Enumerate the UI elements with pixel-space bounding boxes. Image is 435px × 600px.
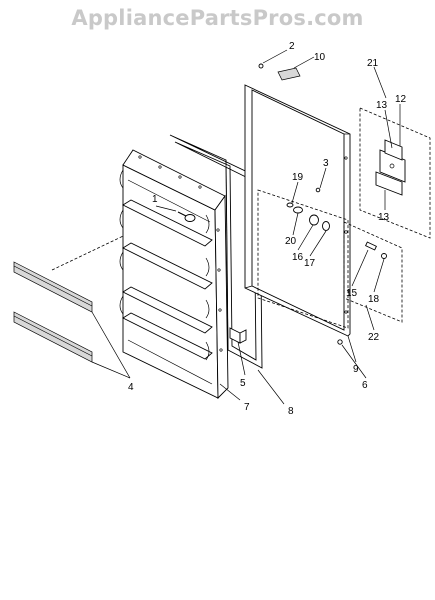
- callout-8: 8: [288, 406, 294, 417]
- callout-12: 12: [395, 94, 407, 105]
- part-20-washer: [293, 206, 303, 214]
- hinge-hardware: [286, 187, 387, 345]
- callout-4: 4: [128, 382, 134, 393]
- callout-6: 6: [362, 380, 368, 391]
- callout-15: 15: [346, 288, 358, 299]
- part-6-screw: [337, 339, 343, 345]
- part-3-screw: [315, 187, 321, 193]
- callout-labels: 1 2 10 21 13 12 13 3 19 20 16 17 15 18 2…: [128, 41, 407, 417]
- part-2-screw: [258, 63, 264, 69]
- callout-16: 16: [292, 252, 304, 263]
- part-4-trim-strips: [13, 227, 141, 379]
- part-10-label: [277, 67, 301, 81]
- part-17-spacer: [322, 221, 330, 231]
- callout-9: 9: [353, 364, 359, 375]
- part-19-screw: [286, 202, 294, 208]
- callout-13a: 13: [376, 100, 388, 111]
- part-5-bracket: [229, 327, 247, 344]
- assembly-boundaries: [257, 107, 431, 329]
- part-15-pin: [365, 241, 377, 251]
- callout-22: 22: [368, 332, 380, 343]
- watermark-logo: AppliancePartsPros.com: [71, 6, 364, 30]
- callout-18: 18: [368, 294, 380, 305]
- part-1-screw: [177, 211, 196, 222]
- callout-3: 3: [323, 158, 329, 169]
- part-12-13-hinge: [375, 139, 406, 196]
- part-7-door-liner: [119, 149, 229, 400]
- callout-5: 5: [240, 378, 246, 389]
- callout-21: 21: [367, 58, 379, 69]
- callout-10: 10: [314, 52, 326, 63]
- callout-1: 1: [152, 194, 158, 205]
- callout-20: 20: [285, 236, 297, 247]
- callout-13b: 13: [378, 212, 390, 223]
- part-18-cap: [381, 253, 387, 259]
- callout-17: 17: [304, 258, 316, 269]
- part-16-bushing: [309, 214, 319, 226]
- callout-2: 2: [289, 41, 295, 52]
- callout-7: 7: [244, 402, 250, 413]
- leader-lines: [155, 49, 401, 405]
- callout-19: 19: [292, 172, 304, 183]
